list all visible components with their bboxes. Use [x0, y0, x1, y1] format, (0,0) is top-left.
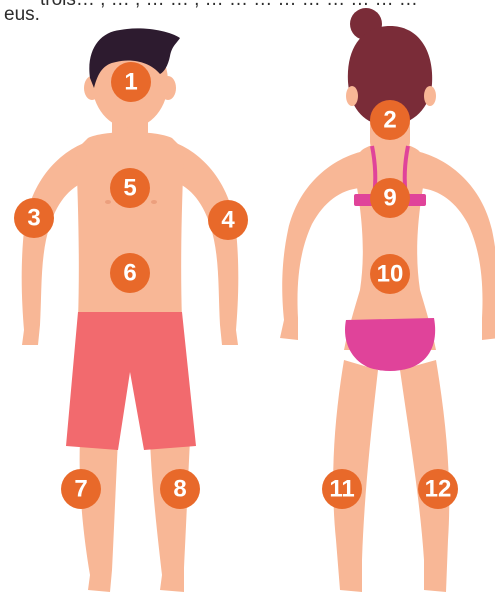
male-shorts — [66, 312, 196, 450]
female-ear-right — [346, 86, 358, 106]
badge-6-label: 6 — [123, 260, 136, 287]
female-figure-back — [280, 8, 495, 592]
badge-5[interactable]: 5 — [110, 168, 150, 208]
badge-5-label: 5 — [123, 175, 136, 202]
male-nipple-right — [105, 200, 111, 204]
male-figure-front — [22, 28, 239, 592]
badge-8-label: 8 — [173, 476, 186, 503]
male-nipple-left — [151, 200, 157, 204]
badge-10[interactable]: 10 — [370, 254, 410, 294]
female-left-arm — [420, 152, 495, 340]
badge-2-label: 2 — [383, 107, 396, 134]
bikini-bottom — [345, 318, 435, 371]
badge-9-label: 9 — [383, 185, 396, 212]
badge-7-label: 7 — [74, 476, 87, 503]
badge-12[interactable]: 12 — [418, 469, 458, 509]
badge-2[interactable]: 2 — [370, 100, 410, 140]
male-right-leg — [80, 440, 118, 592]
badge-3-label: 3 — [27, 205, 40, 232]
badge-1[interactable]: 1 — [111, 62, 151, 102]
badge-3[interactable]: 3 — [14, 198, 54, 238]
female-right-arm — [280, 152, 360, 340]
female-ear-left — [424, 86, 436, 106]
badge-6[interactable]: 6 — [110, 253, 150, 293]
badge-7[interactable]: 7 — [61, 469, 101, 509]
badge-9[interactable]: 9 — [370, 178, 410, 218]
badge-11[interactable]: 11 — [322, 469, 362, 509]
badge-8[interactable]: 8 — [160, 469, 200, 509]
badge-1-label: 1 — [124, 69, 137, 96]
male-ear-left — [160, 76, 176, 100]
badge-4[interactable]: 4 — [208, 200, 248, 240]
male-left-leg — [150, 440, 190, 592]
badge-4-label: 4 — [221, 207, 235, 234]
badge-11-label: 11 — [329, 476, 354, 503]
badge-12-label: 12 — [425, 476, 452, 503]
badge-10-label: 10 — [377, 261, 404, 288]
